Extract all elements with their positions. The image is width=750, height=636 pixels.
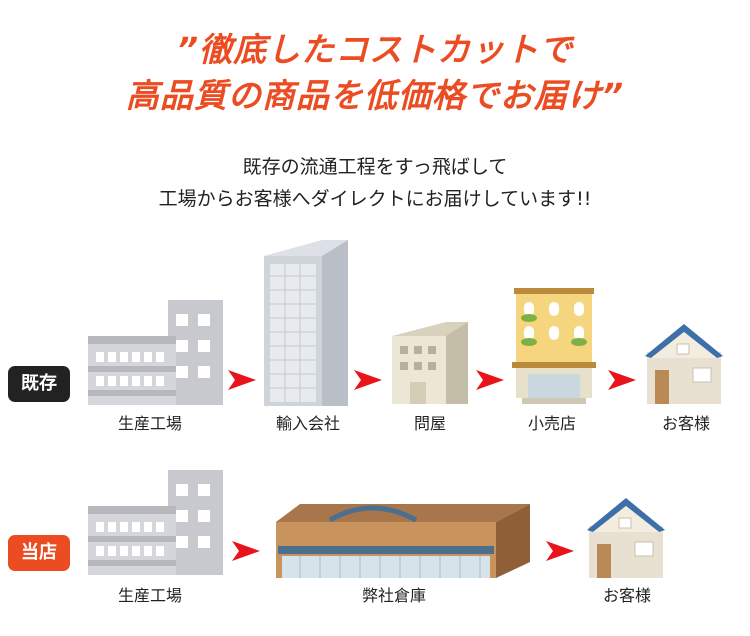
arrow-icon [228,370,256,390]
subtitle-line-2: 工場からお客様へダイレクトにお届けしています!! [158,188,592,210]
step-label-factory: 生産工場 [117,586,183,605]
headline-line-2: 高品質の商品を低価格でお届け” [125,76,625,115]
factory-icon [88,300,223,405]
step-label-customer: お客様 [602,586,652,605]
factory-icon [88,470,223,575]
arrow-icon [354,370,382,390]
headline-line-1: ”徹底したコストカットで [176,30,574,69]
arrow-icon [476,370,504,390]
subtitle-line-1: 既存の流通工程をすっ飛ばして [242,156,508,178]
step-label-retailer: 小売店 [527,414,577,433]
step-label-warehouse: 弊社倉庫 [361,586,427,605]
office-tower-icon [264,240,348,406]
step-label-importer: 輸入会社 [275,414,341,433]
row-badge-existing: 既存 [8,366,70,402]
house-icon [586,497,666,579]
arrow-icon [608,370,636,390]
step-label-factory: 生産工場 [117,414,183,433]
arrow-icon [546,541,574,561]
step-label-customer: お客様 [661,414,711,433]
wholesaler-building-icon [392,322,468,404]
arrow-icon [232,541,260,561]
retail-store-icon [512,288,596,404]
warehouse-icon [276,504,530,578]
house-icon [644,323,724,405]
row-badge-ours: 当店 [8,535,70,571]
step-label-wholesaler: 問屋 [413,414,447,433]
